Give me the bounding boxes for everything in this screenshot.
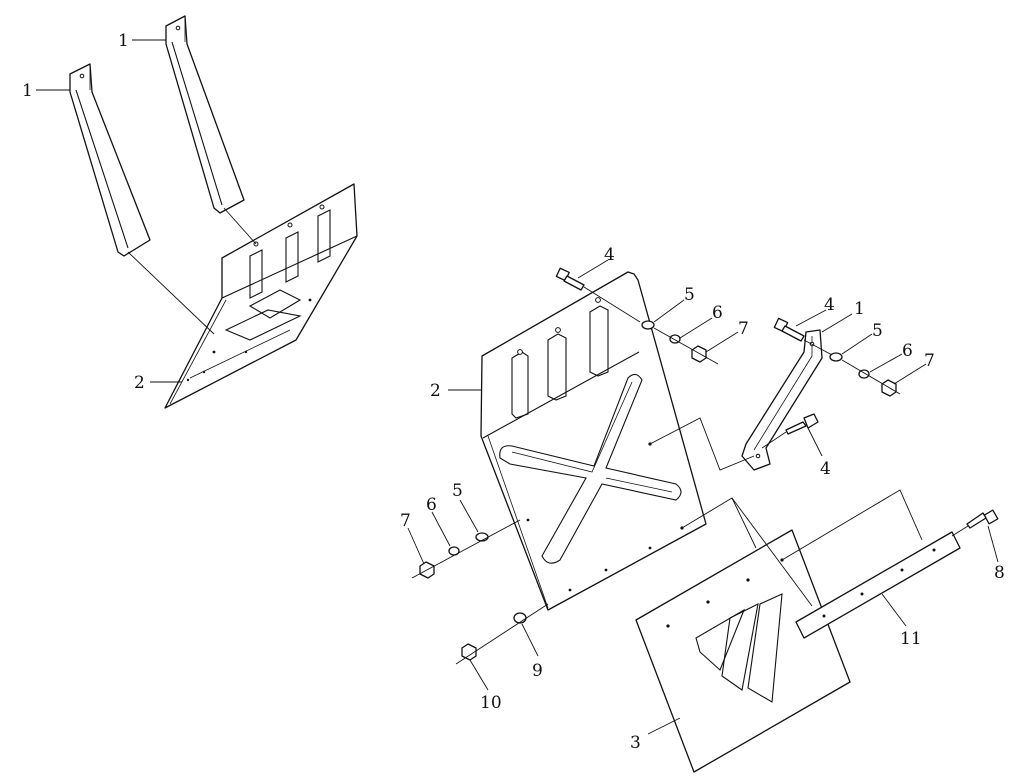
bolt-bracket-lower <box>803 413 819 429</box>
callout-nut-lower: 10 <box>480 693 502 713</box>
callout-lock-washer-bracket: 6 <box>902 341 913 361</box>
callout-nut-bracket: 7 <box>924 351 935 371</box>
left-mounting-plate <box>164 183 358 409</box>
left-assembly <box>69 15 358 409</box>
callout-nut-top: 7 <box>738 319 749 339</box>
callout-leaders <box>36 39 999 735</box>
callout-bolt-strip: 8 <box>994 563 1005 583</box>
nut-lower <box>461 643 477 661</box>
callout-cover-plate: 3 <box>630 733 641 753</box>
clamp-strip <box>795 531 961 639</box>
callout-bolt-top: 4 <box>604 245 615 265</box>
callout-washer-lower: 9 <box>532 661 543 681</box>
hardware <box>411 267 999 665</box>
lower-cover-plate <box>635 529 851 773</box>
left-support-bracket-b <box>165 15 245 214</box>
callout-washer-top: 5 <box>684 285 695 305</box>
lock-washer-bracket <box>858 369 870 379</box>
callout-bracket-left-b: 1 <box>118 31 129 51</box>
callout-washer-left: 5 <box>452 481 463 501</box>
callout-bracket-right: 1 <box>854 299 865 319</box>
right-support-bracket <box>741 329 823 471</box>
callout-plate-right: 2 <box>430 381 441 401</box>
washer-left <box>475 532 489 542</box>
callout-nut-left: 7 <box>400 511 411 531</box>
callout-washer-bracket: 5 <box>872 321 883 341</box>
callout-strip: 11 <box>900 629 922 649</box>
right-assembly <box>411 267 999 773</box>
callout-labels: 1 1 2 4 5 6 7 2 4 1 5 6 7 4 7 6 5 8 11 9… <box>22 31 1005 753</box>
callout-bolt-bracket-upper: 4 <box>824 295 835 315</box>
callout-bracket-left-a: 1 <box>22 81 33 101</box>
right-mounting-plate <box>480 271 707 611</box>
nut-top <box>691 345 707 363</box>
bolt-strip <box>983 509 999 525</box>
callout-lock-washer-top: 6 <box>712 303 723 323</box>
callout-lock-washer-left: 6 <box>426 495 437 515</box>
washer-top <box>641 320 655 330</box>
left-support-bracket-a <box>69 63 151 257</box>
washer-lower <box>513 612 527 624</box>
bolt-top <box>555 267 585 291</box>
callout-plate-left: 2 <box>134 373 145 393</box>
washer-bracket <box>829 352 843 362</box>
callout-bolt-bracket-lower: 4 <box>820 459 831 479</box>
